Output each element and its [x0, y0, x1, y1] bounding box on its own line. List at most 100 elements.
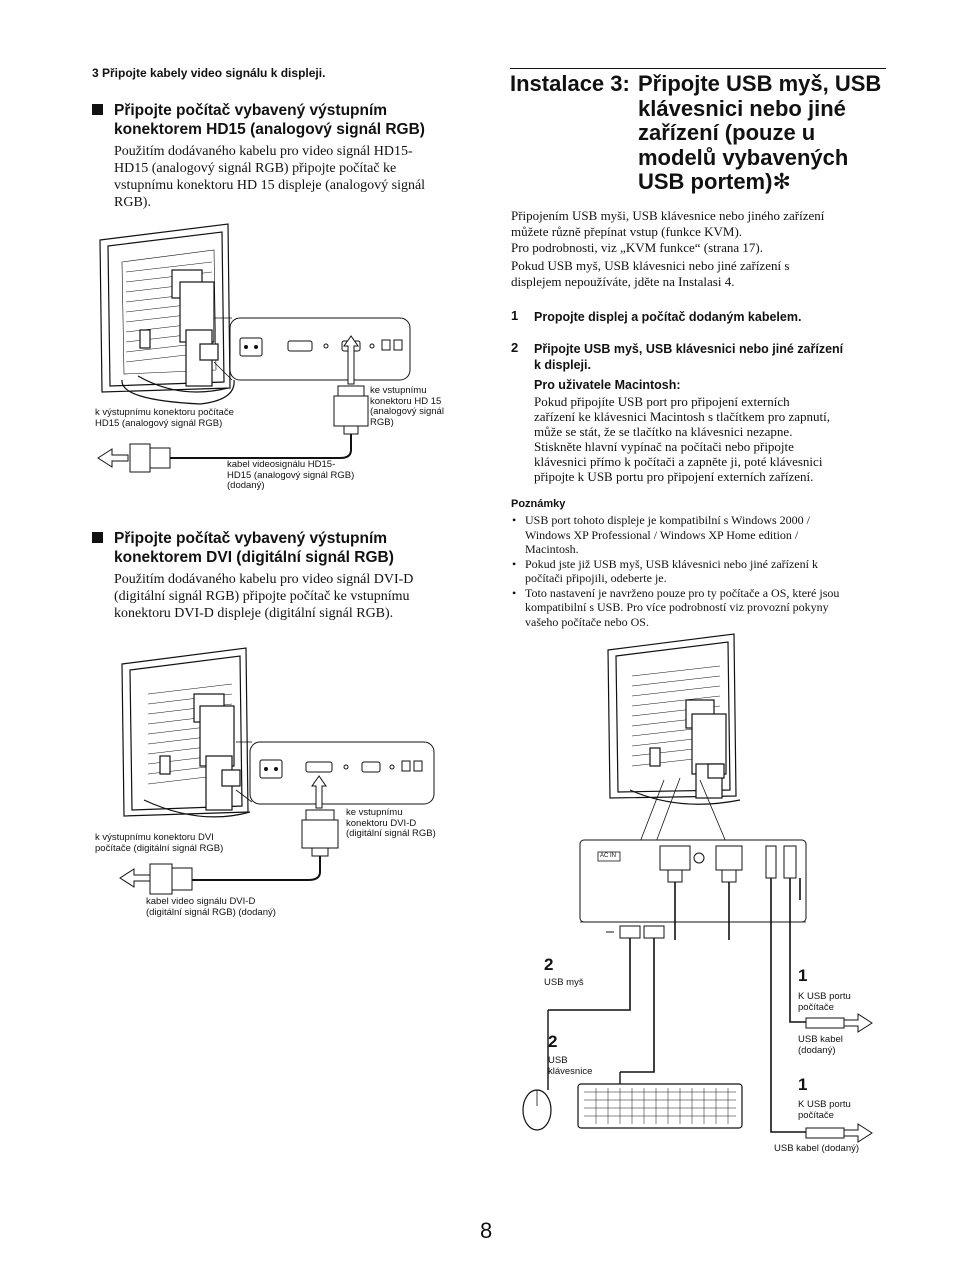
label-line: kabel video signálu DVI-D: [146, 896, 256, 907]
label-line: HD15 (analogový signál RGB): [95, 417, 223, 429]
hd15-computer-label: k výstupnímu konektoru počítače HD15 (an…: [95, 407, 295, 429]
section-dvi-body: Použitím dodávaného kabelu pro video sig…: [114, 571, 484, 622]
section-hd15-heading-line2: konektorem HD15 (analogový signál RGB): [114, 121, 425, 138]
mac-line: zařízení ke klávesnici Macintosh s tlačí…: [534, 409, 831, 424]
callout-1-upper: 1: [798, 966, 808, 985]
note-line: USB port tohoto displeje je kompatibilní…: [525, 513, 810, 527]
section-dvi-heading-line2: konektorem DVI (digitální signál RGB): [114, 549, 394, 566]
mac-line: klávesnici přímo k počítači a zapněte ji…: [534, 454, 823, 469]
note-line: vašeho počítače nebo OS.: [525, 614, 649, 629]
label-line: konektoru HD 15: [370, 395, 442, 407]
body-line: Použitím dodávaného kabelu pro video sig…: [114, 144, 413, 159]
label-line: ke vstupnímu: [346, 807, 403, 818]
body-line: Použitím dodávaného kabelu pro video sig…: [114, 572, 414, 587]
intro-paragraph: Připojením USB myši, USB klávesnice nebo…: [511, 208, 891, 290]
label-line: k výstupnímu konektoru DVI: [95, 832, 214, 843]
usb-cable-upper-label: USB kabel (dodaný): [798, 1034, 843, 1056]
title-line: USB portem)✻: [638, 169, 791, 194]
label-line: (dodaný): [798, 1044, 836, 1056]
label-line: kabel videosignálu HD15-: [227, 459, 336, 470]
label-line: konektoru DVI-D: [346, 817, 417, 829]
macintosh-subheading: Pro uživatele Macintosh:: [534, 378, 681, 392]
label-line: k výstupnímu konektoru počítače: [95, 407, 234, 418]
dvi-input-label: ke vstupnímu konektoru DVI-D (digitální …: [346, 807, 466, 840]
section-dvi-heading-line1: Připojte počítač vybavený výstupním: [114, 530, 388, 547]
step-1-text: Propojte displej a počítač dodaným kabel…: [534, 310, 802, 324]
section-hd15-heading: Připojte počítač vybavený výstupním kone…: [92, 101, 484, 139]
title-line: Připojte USB myš, USB: [638, 71, 882, 96]
intro-line: můžete různě přepínat vstup (funkce KVM)…: [511, 224, 743, 239]
note-line: kompatibilní s USB. Pro více podrobností…: [525, 600, 829, 614]
step-line: Připojte USB myš, USB klávesnici nebo ji…: [534, 342, 844, 356]
hd15-input-label: ke vstupnímu konektoru HD 15 (analogový …: [370, 385, 470, 428]
step-1-number: 1: [511, 308, 519, 323]
callout-1-lower: 1: [798, 1075, 808, 1094]
intro-line: Připojením USB myši, USB klávesnice nebo…: [511, 208, 825, 223]
step-line: k displeji.: [534, 358, 591, 372]
step-2-number: 2: [511, 340, 519, 355]
intro-line: Pro podrobnosti, viz „KVM funkce“ (stran…: [511, 240, 763, 255]
note-line: Windows XP Professional / Windows XP Hom…: [525, 527, 799, 542]
label-line: počítače (digitální signál RGB): [95, 842, 224, 854]
body-line: (digitální signál RGB) připojte počítač …: [114, 589, 410, 604]
to-usb-port-upper-label: K USB portu počítače: [798, 991, 851, 1013]
body-line: konektoru DVI-D displeje (digitální sign…: [114, 606, 394, 621]
mac-line: může se stát, že se tlačítko na klávesni…: [534, 424, 793, 439]
label-line: klávesnice: [548, 1065, 593, 1077]
label-line: HD15 (analogový signál RGB): [227, 469, 355, 481]
usb-cable-lower-label: USB kabel (dodaný): [774, 1143, 860, 1154]
square-bullet-icon: [92, 104, 103, 115]
label-line: K USB portu: [798, 991, 851, 1002]
title-prefix: Instalace 3:: [510, 71, 630, 96]
body-line: HD15 (analogový signál RGB) připojte poč…: [114, 161, 397, 176]
intro-line: displejem nepoužíváte, jděte na Instalas…: [511, 274, 735, 289]
label-line: počítače: [798, 1109, 834, 1121]
section-hd15-heading-line1: Připojte počítač vybavený výstupním: [114, 102, 388, 119]
callout-2-mouse: 2: [544, 955, 554, 974]
notes-list: • USB port tohoto displeje je kompatibil…: [512, 513, 895, 630]
label-line: K USB portu: [798, 1099, 851, 1110]
section-dvi-heading: Připojte počítač vybavený výstupním kone…: [92, 529, 484, 567]
label-line: USB: [548, 1055, 568, 1066]
macintosh-paragraph: Pokud připojíte USB port pro připojení e…: [534, 394, 894, 484]
body-line: vstupnímu konektoru HD 15 displeje (anal…: [114, 178, 426, 193]
dvi-computer-label: k výstupnímu konektoru DVI počítače (dig…: [95, 832, 295, 854]
label-line: (digitální signál RGB) (dodaný): [146, 906, 276, 918]
title-line: zařízení (pouze u: [638, 120, 816, 145]
title-line: klávesnici nebo jiné: [638, 95, 846, 121]
bullet-dot-icon: •: [512, 513, 517, 527]
label-line: (dodaný): [227, 480, 265, 491]
notes-heading: Poznámky: [511, 498, 566, 510]
note-item: • USB port tohoto displeje je kompatibil…: [512, 513, 895, 557]
bullet-dot-icon: •: [512, 585, 517, 600]
label-line: USB kabel: [798, 1034, 843, 1045]
note-line: Toto nastavení je navrženo pouze pro ty …: [525, 585, 840, 600]
title-text: Připojte USB myš, USB klávesnici nebo ji…: [638, 71, 898, 195]
step-2-text: Připojte USB myš, USB klávesnici nebo ji…: [534, 341, 894, 373]
body-line: RGB).: [114, 195, 151, 210]
step-3-heading: 3 Připojte kabely video signálu k disple…: [92, 66, 326, 80]
hd15-cable-label: kabel videosignálu HD15- HD15 (analogový…: [227, 459, 407, 492]
usb-mouse-label: USB myš: [544, 977, 584, 988]
title-line: modelů vybavených: [638, 144, 849, 170]
mac-line: Stiskněte hlavní vypínač na počítači neb…: [534, 439, 794, 454]
mac-line: připojte k USB portu pro připojení exter…: [534, 469, 814, 484]
mac-line: Pokud připojíte USB port pro připojení e…: [534, 394, 790, 409]
note-line: Pokud jste již USB myš, USB klávesnici n…: [525, 556, 818, 571]
section-hd15-body: Použitím dodávaného kabelu pro video sig…: [114, 143, 484, 211]
label-line: (digitální signál RGB): [346, 828, 436, 839]
note-item: • Pokud jste již USB myš, USB klávesnici…: [512, 556, 895, 586]
label-line: (analogový signál: [370, 406, 444, 417]
square-bullet-icon: [92, 532, 103, 543]
usb-keyboard-label: USB klávesnice: [548, 1055, 593, 1077]
ac-in-label: AC IN: [600, 853, 617, 859]
to-usb-port-lower-label: K USB portu počítače: [798, 1099, 851, 1121]
callout-2-keyboard: 2: [548, 1032, 558, 1051]
label-line: počítače: [798, 1001, 834, 1013]
title-rule: [510, 68, 886, 69]
intro-line: Pokud USB myš, USB klávesnici nebo jiné …: [511, 258, 790, 273]
note-item: • Toto nastavení je navrženo pouze pro t…: [512, 585, 895, 630]
